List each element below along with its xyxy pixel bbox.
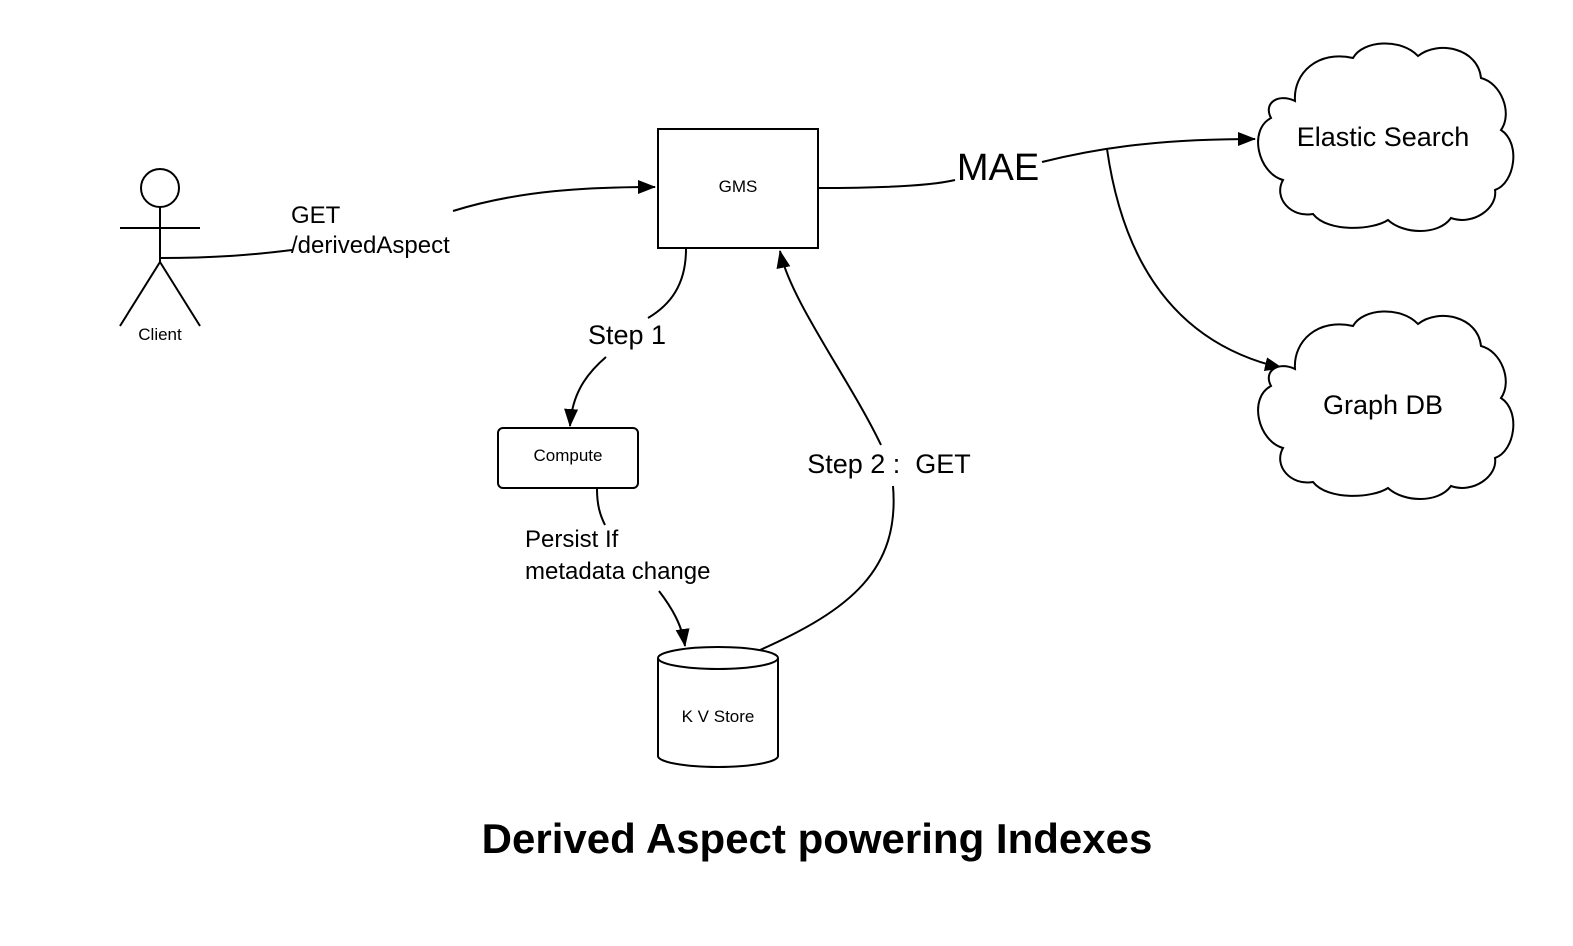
client-edge-label-line1: GET xyxy=(291,202,341,229)
edge-client-to-gms xyxy=(159,187,655,259)
edge-compute-to-kv xyxy=(596,488,685,646)
edges xyxy=(159,139,1283,651)
step1-label: Step 1 xyxy=(588,320,666,350)
edge-gms-to-elastic xyxy=(818,139,1255,189)
graph-db-node: Graph DB xyxy=(1257,310,1515,500)
persist-label-line2: metadata change xyxy=(525,558,710,585)
cloud-shape xyxy=(1257,42,1515,232)
gms-box xyxy=(657,128,819,249)
compute-node: Compute xyxy=(497,427,639,489)
compute-box xyxy=(497,427,639,489)
client-actor: Client xyxy=(119,168,201,344)
step2-label: Step 2 : GET xyxy=(807,449,971,479)
persist-label-line1: Persist If xyxy=(525,526,619,553)
kv-store-label: K V Store xyxy=(682,707,755,726)
gms-label: GMS xyxy=(719,177,758,196)
actor-head xyxy=(140,168,180,208)
actor-left-leg xyxy=(119,261,161,327)
kv-store-top xyxy=(657,646,779,670)
edge-gms-to-graph xyxy=(1106,148,1283,372)
actor-right-leg xyxy=(159,261,201,327)
compute-label: Compute xyxy=(534,446,603,465)
kv-store-node: K V Store xyxy=(657,646,779,768)
cloud-shape xyxy=(1257,310,1515,500)
client-label: Client xyxy=(138,325,182,344)
diagram-title: Derived Aspect powering Indexes xyxy=(482,815,1153,862)
edge-kv-to-gms xyxy=(759,251,895,651)
mae-label: MAE xyxy=(957,147,1039,189)
graph-db-label: Graph DB xyxy=(1323,390,1443,420)
elastic-search-node: Elastic Search xyxy=(1257,42,1515,232)
edge-gms-to-compute xyxy=(570,248,687,426)
elastic-search-label: Elastic Search xyxy=(1297,122,1470,152)
edge-labels: GET /derivedAspect Step 1 Persist If met… xyxy=(291,147,1039,585)
client-edge-label-line2: /derivedAspect xyxy=(291,232,450,259)
kv-store-body xyxy=(657,658,779,768)
gms-node: GMS xyxy=(657,128,819,249)
